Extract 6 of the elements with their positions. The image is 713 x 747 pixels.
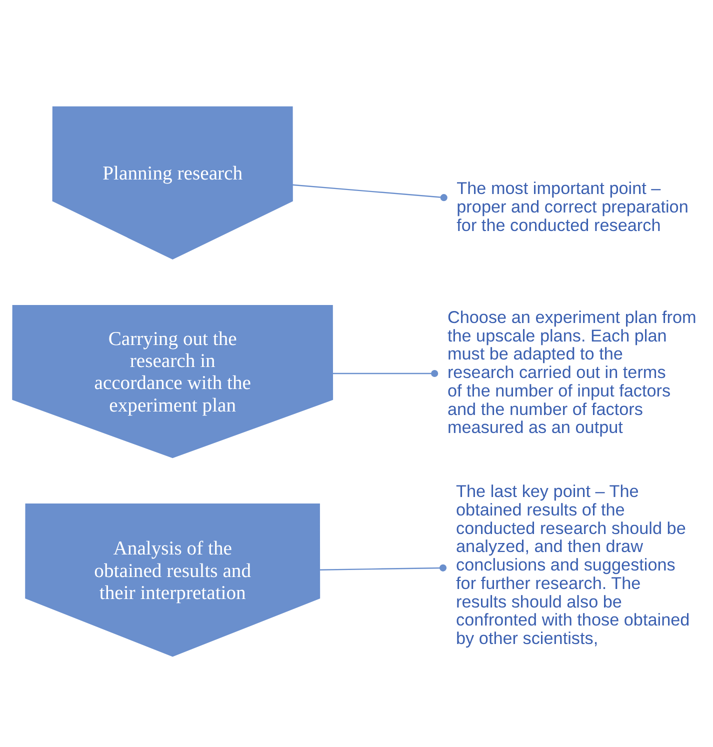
node-text: The most important point – proper and correct preparation for the conducted research	[456, 178, 688, 235]
node-text: The last key point – The obtained results of the conducted research should be analyzed, and then draw conclusions and suggestions for further research. The results should also be confronted with those obtained by other scientists,	[456, 480, 690, 648]
connector	[292, 184, 448, 202]
connector	[320, 564, 447, 572]
node-text: Choose an experiment plan from the upscale plans. Each plan must be adapted to the research carried out in terms of the number of input factors and the number of factors measured as an output	[447, 306, 696, 438]
connector	[332, 370, 438, 378]
